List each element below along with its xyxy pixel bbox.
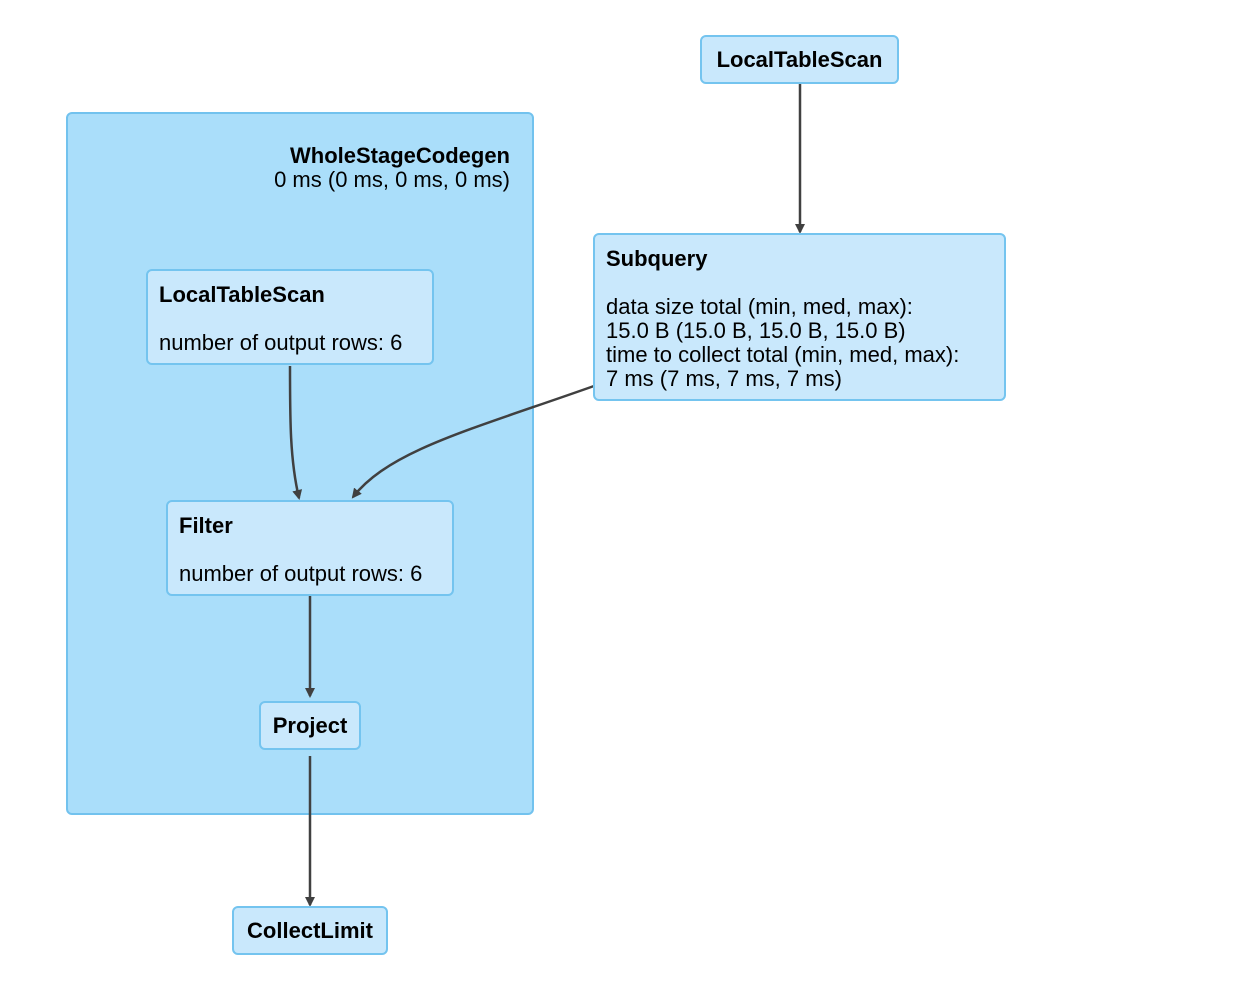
- node-metric-line: data size total (min, med, max):: [606, 294, 913, 319]
- node-metric-line: number of output rows: 6: [179, 561, 423, 586]
- node-metric-line: 15.0 B (15.0 B, 15.0 B, 15.0 B): [606, 318, 906, 343]
- cluster-name: WholeStageCodegen: [289, 143, 510, 168]
- node-project[interactable]: Project: [259, 701, 361, 750]
- node-name: CollectLimit: [247, 917, 373, 943]
- node-metric-line: 7 ms (7 ms, 7 ms, 7 ms): [606, 366, 842, 391]
- node-metric-line: time to collect total (min, med, max):: [606, 342, 960, 367]
- node-name: Filter: [179, 513, 233, 538]
- node-collect-limit[interactable]: CollectLimit: [232, 906, 388, 955]
- node-filter[interactable]: Filter number of output rows: 6: [166, 500, 454, 596]
- cluster-title: WholeStageCodegen 0 ms (0 ms, 0 ms, 0 ms…: [274, 144, 510, 192]
- cluster-metric: 0 ms (0 ms, 0 ms, 0 ms): [274, 167, 510, 192]
- node-name: LocalTableScan: [159, 282, 325, 307]
- node-name: LocalTableScan: [716, 46, 883, 72]
- node-metric-line: number of output rows: 6: [159, 330, 403, 355]
- node-name: Subquery: [606, 246, 708, 271]
- node-name: Project: [272, 712, 348, 738]
- node-subquery[interactable]: Subquery data size total (min, med, max)…: [593, 233, 1006, 401]
- node-local-table-scan-top[interactable]: LocalTableScan: [700, 35, 899, 84]
- node-local-table-scan-inner[interactable]: LocalTableScan number of output rows: 6: [146, 269, 434, 365]
